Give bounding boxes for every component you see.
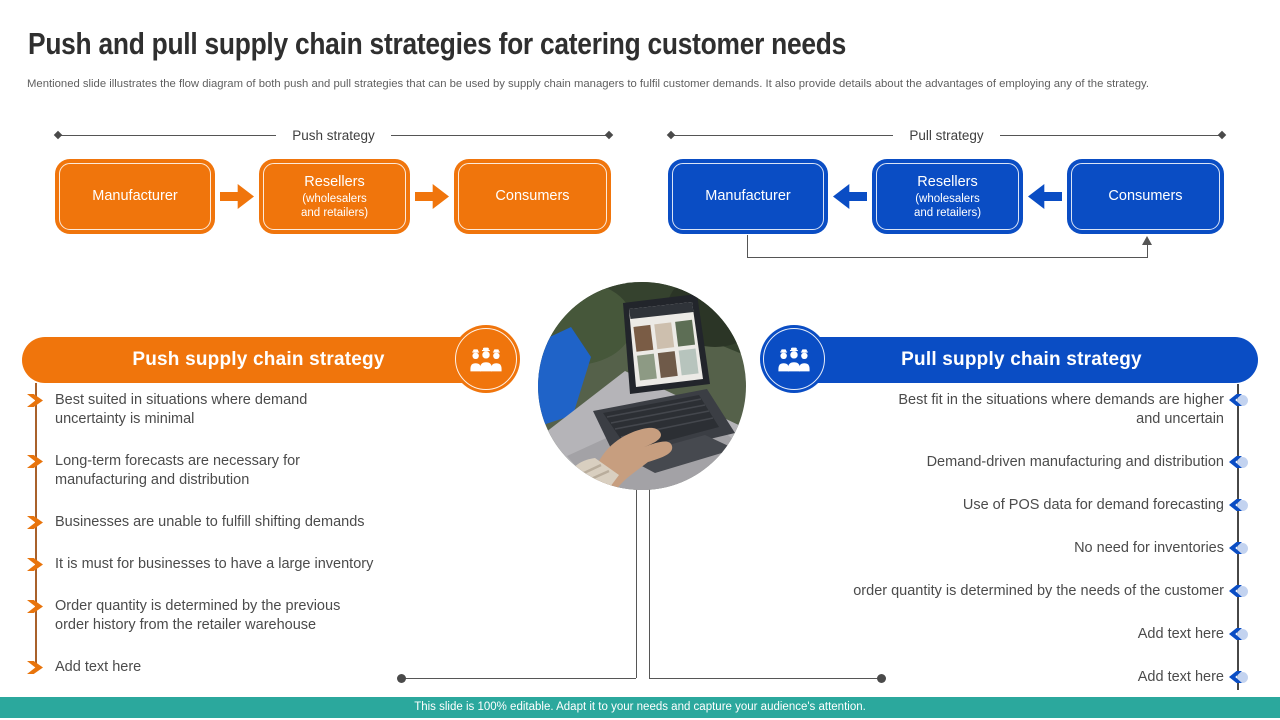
chevron-left-icon <box>1229 542 1248 555</box>
chevron-left-icon <box>1229 394 1248 407</box>
chevron-right-icon <box>27 600 43 613</box>
chevron-left-icon <box>1229 585 1248 598</box>
chevron-left-icon <box>1229 671 1248 684</box>
list-item[interactable]: Use of POS data for demand forecasting <box>755 496 1248 515</box>
connector-line <box>636 487 637 678</box>
page-title[interactable]: Push and pull supply chain strategies fo… <box>28 26 847 61</box>
list-item[interactable]: No need for inventories <box>755 539 1248 558</box>
push-node-resellers[interactable]: Resellers (wholesalers and retailers) <box>259 159 410 234</box>
connector-dot <box>877 674 886 683</box>
pull-benefits-list: Best fit in the situations where demands… <box>755 391 1248 711</box>
list-item[interactable]: Best suited in situations where demand u… <box>22 391 492 429</box>
push-strategy-bracket: Push strategy <box>53 124 614 146</box>
node-label: Manufacturer <box>705 188 791 205</box>
push-node-consumers[interactable]: Consumers <box>454 159 611 234</box>
pull-panel-icon-circle <box>760 325 828 393</box>
pull-panel-header[interactable]: Pull supply chain strategy <box>785 337 1258 383</box>
pull-node-consumers[interactable]: Consumers <box>1067 159 1224 234</box>
chevron-right-icon <box>27 558 43 571</box>
arrow-left-icon <box>1028 184 1062 209</box>
laptop-photo <box>537 281 747 491</box>
arrow-right-icon <box>415 184 449 209</box>
list-item-text: Add text here <box>1137 626 1224 642</box>
node-label: Resellers <box>304 173 365 190</box>
feedback-line <box>747 257 1148 258</box>
feedback-line <box>1147 245 1148 257</box>
list-item-text: order quantity is determined by the need… <box>853 583 1224 599</box>
list-item[interactable]: order quantity is determined by the need… <box>755 582 1248 601</box>
chevron-left-icon <box>1229 456 1248 469</box>
page-subtitle[interactable]: Mentioned slide illustrates the flow dia… <box>27 78 1149 90</box>
list-item-text: Demand-driven manufacturing and distribu… <box>926 454 1224 470</box>
people-group-icon <box>470 347 502 371</box>
push-flow-diagram: Push strategy Manufacturer Resellers (wh… <box>53 124 614 234</box>
push-node-manufacturer[interactable]: Manufacturer <box>55 159 215 234</box>
people-group-icon <box>778 347 810 371</box>
connector-line <box>649 487 650 678</box>
arrow-left-icon <box>833 184 867 209</box>
diamond-endpoint-icon <box>604 130 614 140</box>
node-label: Consumers <box>1108 188 1183 205</box>
list-item[interactable]: Long-term forecasts are necessary for ma… <box>22 452 492 490</box>
push-flow-row: Manufacturer Resellers (wholesalers and … <box>55 159 612 234</box>
footer-note: This slide is 100% editable. Adapt it to… <box>0 697 1280 718</box>
chevron-left-icon <box>1229 499 1248 512</box>
list-item[interactable]: Demand-driven manufacturing and distribu… <box>755 453 1248 472</box>
list-item-text: Best suited in situations where demand u… <box>55 392 308 427</box>
chevron-right-icon <box>27 661 43 674</box>
list-item-text: Businesses are unable to fulfill shiftin… <box>55 514 365 530</box>
list-item[interactable]: Order quantity is determined by the prev… <box>22 597 492 635</box>
connector-line <box>402 678 636 679</box>
diamond-endpoint-icon <box>1217 130 1227 140</box>
pull-strategy-bracket: Pull strategy <box>666 124 1227 146</box>
pull-flow-row: Manufacturer Resellers (wholesalers and … <box>668 159 1225 234</box>
list-item-text: No need for inventories <box>1074 540 1224 556</box>
chevron-right-icon <box>27 516 43 529</box>
bracket-line <box>61 134 277 136</box>
bracket-line <box>999 134 1220 136</box>
push-benefits-list: Best suited in situations where demand u… <box>22 391 492 700</box>
list-item-placeholder[interactable]: Add text here <box>755 668 1248 687</box>
list-item-text: Add text here <box>55 659 142 675</box>
connector-line <box>649 678 882 679</box>
bracket-line <box>674 134 894 136</box>
pull-node-resellers[interactable]: Resellers (wholesalers and retailers) <box>872 159 1023 234</box>
diamond-endpoint-icon <box>666 130 676 140</box>
arrow-up-icon <box>1142 236 1152 245</box>
push-strategy-label: Push strategy <box>292 127 375 143</box>
node-label: Consumers <box>495 188 570 205</box>
push-panel-icon-circle <box>452 325 520 393</box>
node-sublabel: (wholesalers and retailers) <box>913 192 982 220</box>
node-label: Resellers <box>917 173 978 190</box>
list-item-text: It is must for businesses to have a larg… <box>55 556 374 572</box>
pull-node-manufacturer[interactable]: Manufacturer <box>668 159 828 234</box>
list-item[interactable]: It is must for businesses to have a larg… <box>22 555 492 574</box>
list-item[interactable]: Businesses are unable to fulfill shiftin… <box>22 513 492 532</box>
pull-flow-diagram: Pull strategy Manufacturer Resellers (wh… <box>666 124 1227 234</box>
list-item[interactable]: Best fit in the situations where demands… <box>755 391 1248 429</box>
diamond-endpoint-icon <box>53 130 63 140</box>
list-item-text: Best fit in the situations where demands… <box>898 392 1224 427</box>
list-item-text: Add text here <box>1137 669 1224 685</box>
node-label: Manufacturer <box>92 188 178 205</box>
list-item-text: Order quantity is determined by the prev… <box>55 598 341 633</box>
chevron-left-icon <box>1229 628 1248 641</box>
chevron-right-icon <box>27 455 43 468</box>
list-item-text: Long-term forecasts are necessary for ma… <box>55 453 300 488</box>
list-item-placeholder[interactable]: Add text here <box>755 625 1248 644</box>
chevron-right-icon <box>27 394 43 407</box>
list-item-placeholder[interactable]: Add text here <box>22 658 492 677</box>
node-sublabel: (wholesalers and retailers) <box>300 192 369 220</box>
connector-dot <box>397 674 406 683</box>
feedback-line <box>747 235 748 257</box>
laptop-photo-image <box>538 282 746 490</box>
pull-strategy-label: Pull strategy <box>909 127 984 143</box>
list-item-text: Use of POS data for demand forecasting <box>962 497 1224 513</box>
pull-list-connector-line <box>1237 384 1239 690</box>
push-panel-header[interactable]: Push supply chain strategy <box>22 337 495 383</box>
arrow-right-icon <box>220 184 254 209</box>
bracket-line <box>390 134 607 136</box>
